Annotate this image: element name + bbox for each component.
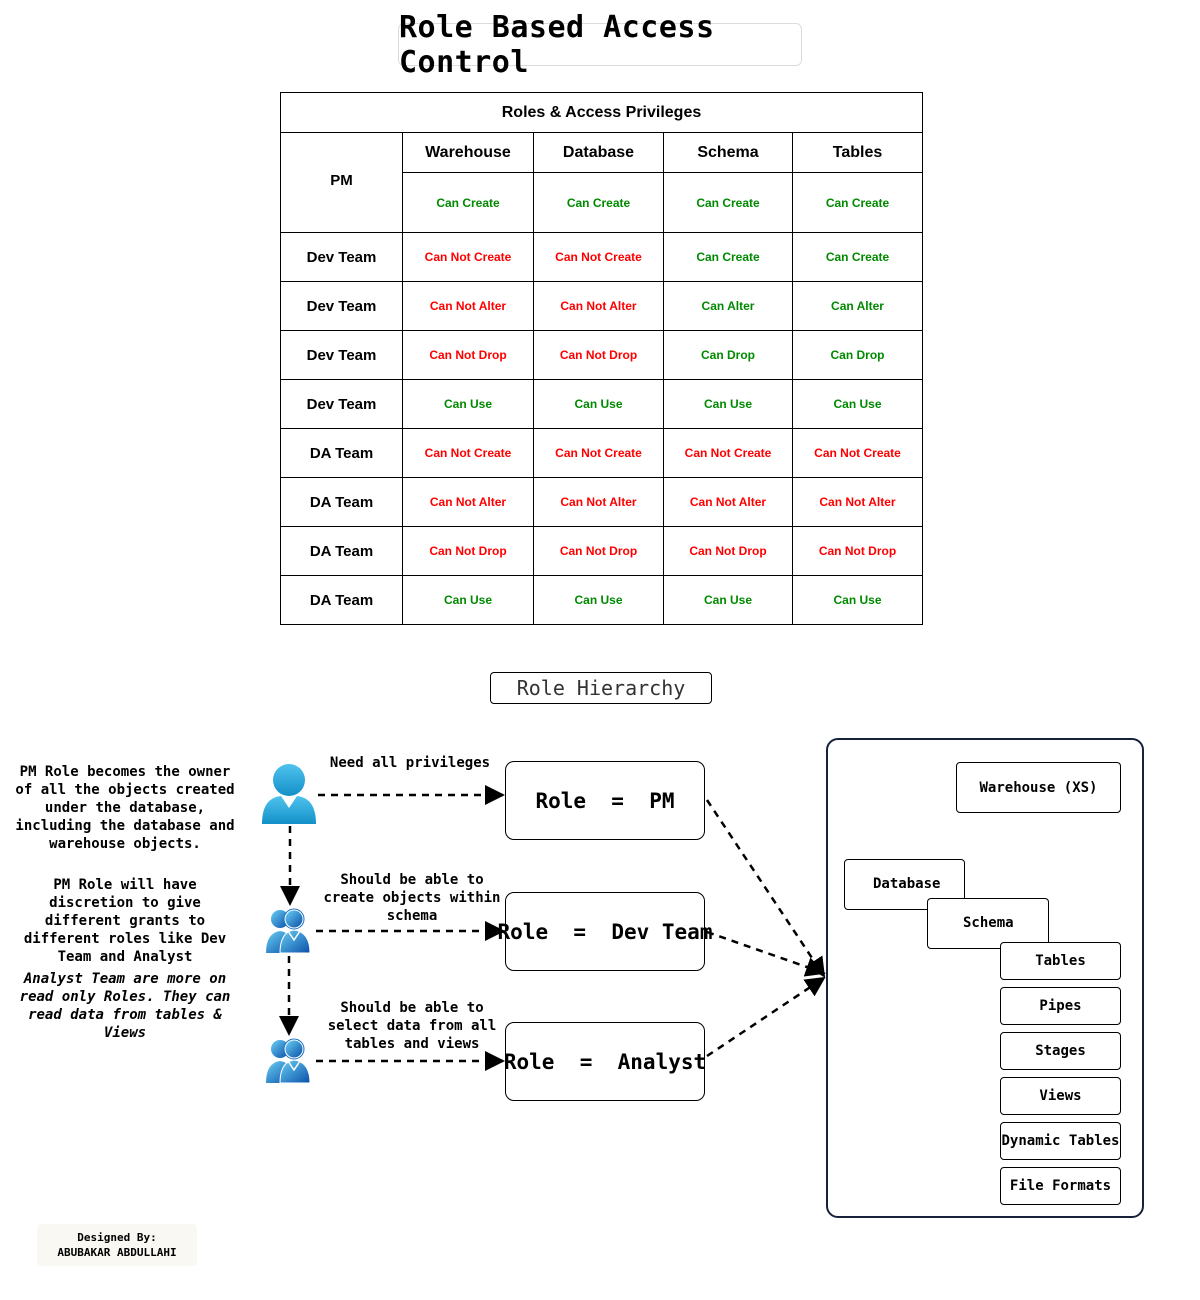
arrow-role-pm-to-objects [705, 799, 826, 978]
privilege-cell: Can Not Create [663, 428, 793, 478]
role-cell: DA Team [280, 477, 403, 527]
privilege-cell: Can Not Alter [402, 281, 534, 331]
arrow-label-pm: Need all privileges [329, 755, 491, 771]
privilege-cell: Can Create [533, 172, 664, 233]
privilege-cell: Can Not Drop [533, 526, 664, 576]
designer-credit: Designed By: ABUBAKAR ABDULLAHI [37, 1224, 197, 1266]
credit-label: Designed By: [77, 1231, 157, 1244]
note-analyst: Analyst Team are more on read only Roles… [19, 971, 231, 1041]
privilege-cell: Can Drop [663, 330, 793, 380]
note-pm-owner: PM Role becomes the owner of all the obj… [15, 764, 235, 852]
user-icon [262, 764, 316, 824]
privilege-cell: Can Create [792, 172, 923, 233]
users-group-icon [266, 908, 311, 954]
object-item-box: Stages [1000, 1032, 1121, 1070]
privilege-cell: Can Use [663, 379, 793, 429]
privilege-cell: Can Not Alter [402, 477, 534, 527]
access-privileges-table: Roles & Access Privileges Warehouse Data… [280, 92, 923, 625]
role-cell: PM [280, 150, 403, 211]
privilege-cell: Can Create [402, 172, 534, 233]
role-box-analyst: Role = Analyst [504, 1022, 706, 1101]
privilege-cell: Can Drop [792, 330, 923, 380]
privilege-cell: Can Not Alter [663, 477, 793, 527]
arrow-label-analyst: Should be able to select data from all t… [327, 1000, 497, 1052]
role-box-dev-team: Role = Dev Team [498, 892, 712, 971]
arrow-role-dev-to-objects [706, 930, 826, 977]
role-cell: DA Team [280, 575, 403, 625]
object-item-box: Pipes [1000, 987, 1121, 1025]
role-box-pm: Role = PM [505, 761, 705, 840]
column-header: Tables [792, 132, 923, 173]
privilege-cell: Can Not Alter [533, 477, 664, 527]
privilege-cell: Can Not Create [792, 428, 923, 478]
privilege-cell: Can Create [792, 232, 923, 282]
privilege-cell: Can Use [792, 575, 923, 625]
schema-box: Schema [927, 898, 1049, 949]
object-item-box: Tables [1000, 942, 1121, 980]
table-caption: Roles & Access Privileges [280, 92, 923, 133]
credit-name: ABUBAKAR ABDULLAHI [57, 1246, 177, 1259]
note-pm-grants: PM Role will have discretion to give dif… [23, 877, 227, 965]
privilege-cell: Can Not Alter [533, 281, 664, 331]
privilege-cell: Can Use [533, 379, 664, 429]
warehouse-box: Warehouse (XS) [956, 762, 1121, 813]
privilege-cell: Can Not Create [533, 428, 664, 478]
privilege-cell: Can Use [533, 575, 664, 625]
privilege-cell: Can Alter [792, 281, 923, 331]
role-hierarchy-title: Role Hierarchy [490, 672, 712, 704]
object-item-box: File Formats [1000, 1167, 1121, 1205]
role-cell: Dev Team [280, 281, 403, 331]
privilege-cell: Can Not Drop [792, 526, 923, 576]
role-cell: Dev Team [280, 232, 403, 282]
role-cell: DA Team [280, 526, 403, 576]
privilege-cell: Can Not Create [402, 232, 534, 282]
privilege-cell: Can Not Drop [402, 526, 534, 576]
role-cell: DA Team [280, 428, 403, 478]
column-header: Database [533, 132, 664, 173]
arrow-label-dev: Should be able to create objects within … [323, 872, 501, 924]
object-item-box: Views [1000, 1077, 1121, 1115]
privilege-cell: Can Use [402, 379, 534, 429]
object-item-box: Dynamic Tables [1000, 1122, 1121, 1160]
arrow-role-analyst-to-objects [706, 976, 826, 1058]
users-group-icon [266, 1038, 311, 1084]
privilege-cell: Can Create [663, 232, 793, 282]
